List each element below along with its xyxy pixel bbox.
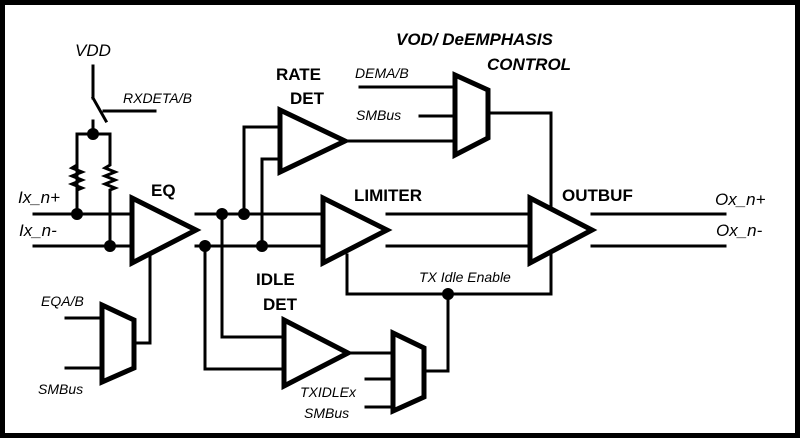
junction-dot xyxy=(442,288,454,300)
rxdet-label: RXDETA/B xyxy=(123,90,192,106)
idle-mux xyxy=(390,329,427,415)
junction-dot xyxy=(71,208,83,220)
wire-rate-det-in-pos xyxy=(242,125,282,216)
termination-resistors xyxy=(67,128,120,248)
input-neg-label: Ix_n- xyxy=(19,221,57,240)
limiter-amplifier xyxy=(320,193,393,268)
limiter-label: LIMITER xyxy=(354,186,422,205)
output-pos-label: Ox_n+ xyxy=(715,190,766,209)
tx-idle-enable-label: TX Idle Enable xyxy=(419,269,511,285)
eq-sel-label: EQA/B xyxy=(41,293,84,309)
wire-idle-det-in-neg xyxy=(203,244,286,371)
junction-dot xyxy=(87,128,99,140)
idle-det-label-2: DET xyxy=(263,295,298,314)
junction-dot xyxy=(104,240,116,252)
rate-det-label-2: DET xyxy=(290,89,325,108)
vdd-label: VDD xyxy=(75,41,111,60)
vod-mux xyxy=(452,71,491,160)
eq-label: EQ xyxy=(151,181,176,200)
rate-det-label-1: RATE xyxy=(276,65,321,84)
txidle-label: TXIDLEx xyxy=(300,384,357,400)
eq-smbus-label: SMBus xyxy=(38,381,83,397)
output-neg-label: Ox_n- xyxy=(716,221,763,240)
vod-control-label-2: CONTROL xyxy=(487,55,571,74)
vod-control-label-1: VOD/ DeEMPHASIS xyxy=(396,30,553,49)
dem-sel-label: DEMA/B xyxy=(355,65,409,81)
wire-idle-det-in-pos xyxy=(220,212,286,339)
eq-mux xyxy=(99,301,137,386)
dem-smbus-label: SMBus xyxy=(356,107,401,123)
wire-rate-det-in-neg xyxy=(260,157,282,248)
wire-eq-control xyxy=(132,254,152,345)
idle-det-amplifier xyxy=(281,315,354,391)
wire-vod-control xyxy=(486,111,553,210)
eq-amplifier xyxy=(129,193,202,268)
rate-det-amplifier xyxy=(277,106,351,176)
idle-det-label-1: IDLE xyxy=(256,270,295,289)
wire-idle-mux-out xyxy=(422,292,450,373)
input-pos-label: Ix_n+ xyxy=(18,188,60,207)
outbuf-amplifier xyxy=(527,193,598,268)
outbuf-label: OUTBUF xyxy=(562,186,633,205)
idle-smbus-label: SMBus xyxy=(304,405,349,421)
